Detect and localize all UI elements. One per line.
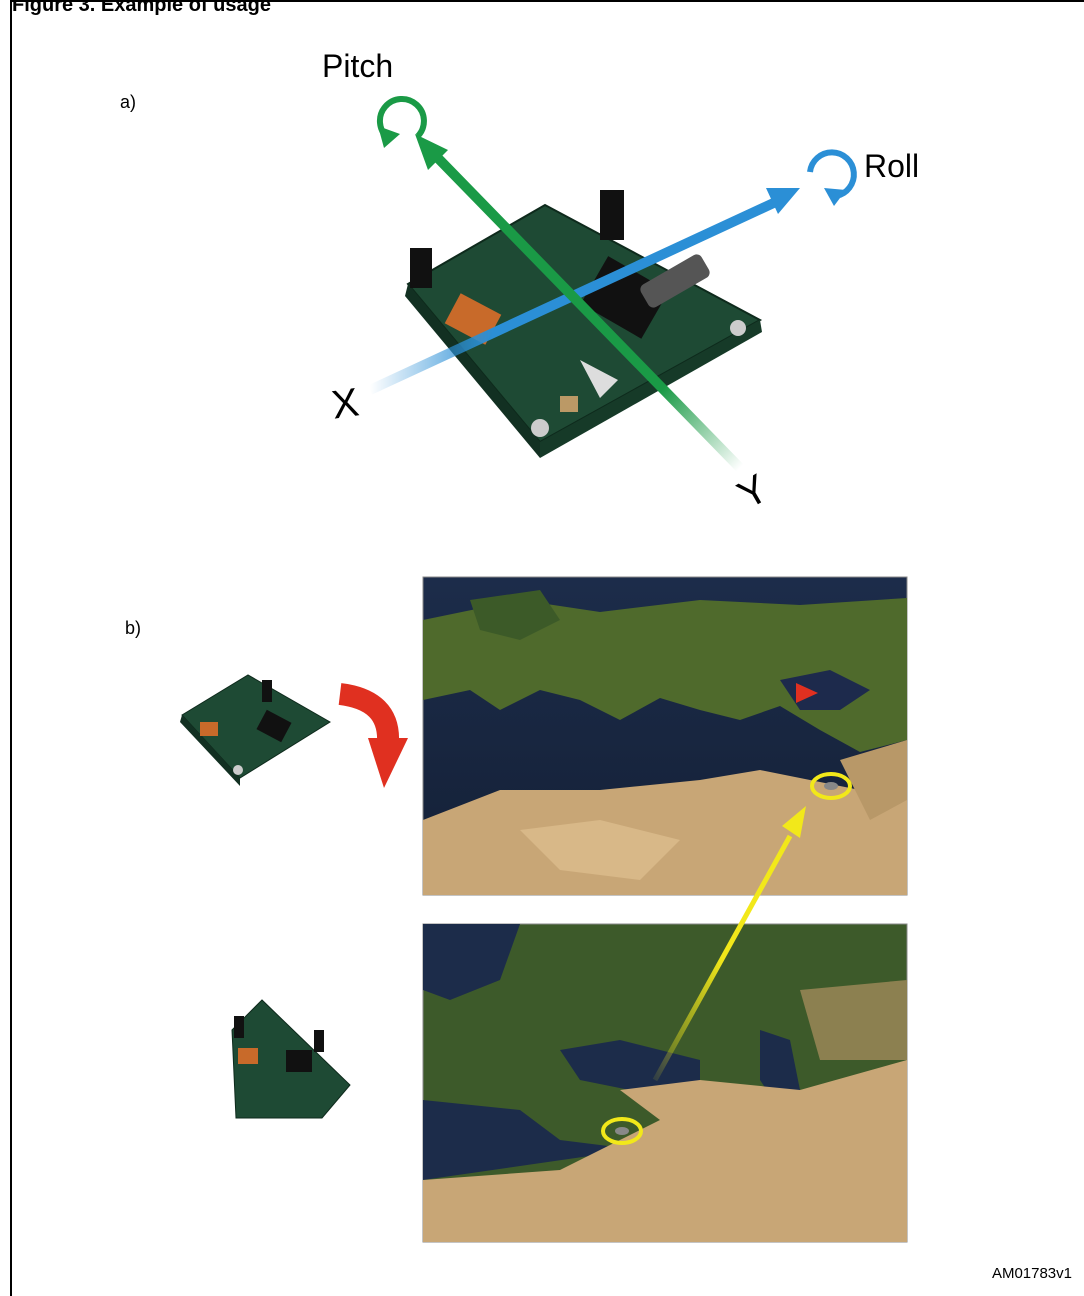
figure-frame: Figure 3. Example of usage	[10, 0, 1084, 1296]
part-b-label: b)	[125, 618, 142, 638]
map-top	[422, 576, 908, 896]
map-bottom	[422, 806, 908, 1243]
pitch-axis-line	[428, 148, 744, 472]
roll-rotation-icon	[807, 149, 857, 206]
pitch-label: Pitch	[322, 48, 394, 84]
figure-code: AM01783v1	[991, 1265, 1072, 1282]
pcb-board-small-1	[180, 674, 331, 786]
roll-label: Roll	[864, 148, 920, 184]
part-a-label: a)	[120, 92, 137, 112]
pcb-board-large	[405, 190, 763, 458]
roll-axis-arrowhead	[766, 188, 800, 214]
pitch-axis-arrowhead	[415, 134, 448, 170]
figure-caption: Figure 3. Example of usage	[12, 0, 271, 16]
tilt-arrow-icon	[338, 683, 408, 788]
pcb-board-small-2	[231, 999, 351, 1119]
pitch-rotation-icon	[376, 95, 427, 148]
